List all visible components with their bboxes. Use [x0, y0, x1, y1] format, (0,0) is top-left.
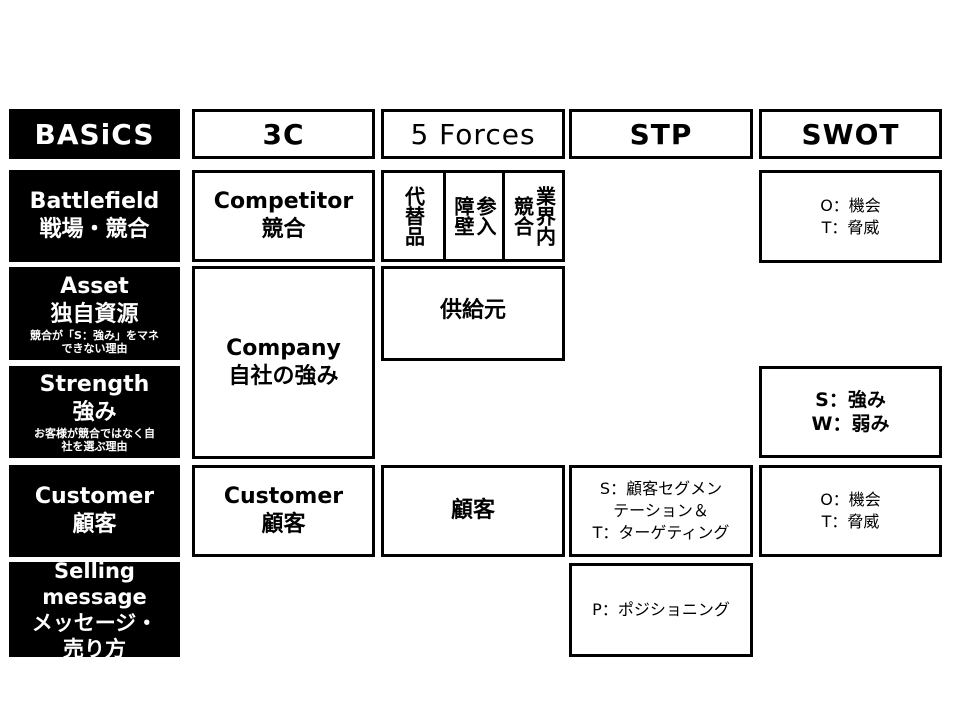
supplier-label: 供給元 — [439, 298, 506, 323]
asset-jp: 独自資源 — [50, 301, 139, 327]
swot-t-1: T：脅威 — [821, 217, 880, 237]
header-basics-label: BASiCS — [34, 117, 155, 151]
swot-ot-customer: O：機会 T：脅威 — [759, 465, 942, 557]
row-customer: Customer 顧客 — [9, 465, 180, 557]
three-c-customer-en: Customer — [223, 484, 344, 509]
asset-note-2: できない理由 — [61, 341, 128, 355]
competitor-jp: 競合 — [261, 217, 306, 242]
five-forces-customer: 顧客 — [381, 465, 565, 557]
swot-w: W：弱み — [811, 413, 890, 435]
three-c-competitor: Competitor 競合 — [192, 170, 375, 262]
swot-o-2: O：機会 — [820, 490, 881, 509]
three-c-customer: Customer 顧客 — [192, 465, 375, 557]
company-en: Company — [226, 335, 341, 361]
stp-positioning-label: P：ポジショニング — [592, 600, 730, 619]
header-swot-label: SWOT — [801, 117, 900, 151]
battlefield-jp: 戦場・競合 — [39, 217, 150, 242]
header-5-forces: 5 Forces — [381, 109, 565, 159]
three-c-customer-jp: 顧客 — [261, 512, 306, 537]
five-forces-supplier: 供給元 — [381, 266, 565, 361]
strength-en: Strength — [39, 372, 150, 397]
substitute-label: 代替品 — [401, 186, 426, 246]
swot-o-1: O：機会 — [820, 195, 881, 215]
strength-note-2: 社を選ぶ理由 — [61, 440, 128, 453]
header-basics: BASiCS — [9, 109, 180, 159]
three-c-company: Company 自社の強み — [192, 266, 375, 459]
row-asset: Asset 独自資源 競合が「S：強み」をマネ できない理由 — [9, 267, 180, 360]
customer-en: Customer — [34, 484, 155, 509]
competitor-en: Competitor — [213, 189, 354, 214]
industry-rivalry-label-1: 業界内 — [532, 186, 557, 246]
stp-segmentation-targeting: S：顧客セグメン テーション＆ T：ターゲティング — [569, 465, 753, 557]
row-strength: Strength 強み お客様が競合ではなく自 社を選ぶ理由 — [9, 366, 180, 458]
header-3c: 3C — [192, 109, 375, 159]
asset-note-1: 競合が「S：強み」をマネ — [30, 328, 159, 342]
industry-rivalry-label-2: 競合 — [510, 196, 535, 236]
selling-en-1: Selling — [54, 562, 135, 583]
five-forces-battlefield: 代替品 参入 障壁 業界内 競合 — [381, 170, 565, 262]
row-selling-message: Selling message メッセージ・ 売り方 — [9, 562, 180, 657]
header-5-forces-label: 5 Forces — [410, 117, 536, 151]
stp-seg-line-2: テーション＆ — [613, 501, 709, 520]
entry-barrier-cell: 参入 障壁 — [446, 173, 502, 259]
header-stp: STP — [569, 109, 753, 159]
header-swot: SWOT — [759, 109, 942, 159]
header-stp-label: STP — [629, 117, 693, 151]
header-3c-label: 3C — [262, 117, 305, 151]
entry-barrier-label-1: 参入 — [473, 196, 497, 236]
swot-s: S：強み — [815, 389, 886, 411]
five-forces-customer-label: 顧客 — [450, 498, 495, 523]
swot-ot-battlefield: O：機会 T：脅威 — [759, 170, 942, 263]
swot-sw: S：強み W：弱み — [759, 366, 942, 458]
asset-en: Asset — [60, 273, 129, 299]
row-battlefield: Battlefield 戦場・競合 — [9, 170, 180, 262]
stp-positioning: P：ポジショニング — [569, 563, 753, 657]
battlefield-en: Battlefield — [29, 189, 160, 214]
selling-en-2: message — [42, 584, 147, 609]
stp-seg-line-3: T：ターゲティング — [592, 523, 730, 542]
strength-jp: 強み — [72, 400, 117, 425]
strength-note-1: お客様が競合ではなく自 — [34, 427, 155, 440]
divider — [502, 173, 505, 259]
company-jp: 自社の強み — [228, 363, 339, 389]
industry-rivalry-cell: 業界内 競合 — [505, 173, 562, 259]
swot-t-2: T：脅威 — [821, 512, 880, 531]
selling-jp-2: 売り方 — [63, 636, 126, 658]
divider — [443, 173, 446, 259]
stp-seg-line-1: S：顧客セグメン — [599, 479, 723, 498]
entry-barrier-label-2: 障壁 — [451, 196, 475, 236]
substitute-cell: 代替品 — [384, 173, 443, 259]
customer-jp: 顧客 — [72, 512, 117, 537]
selling-jp-1: メッセージ・ — [31, 610, 158, 635]
